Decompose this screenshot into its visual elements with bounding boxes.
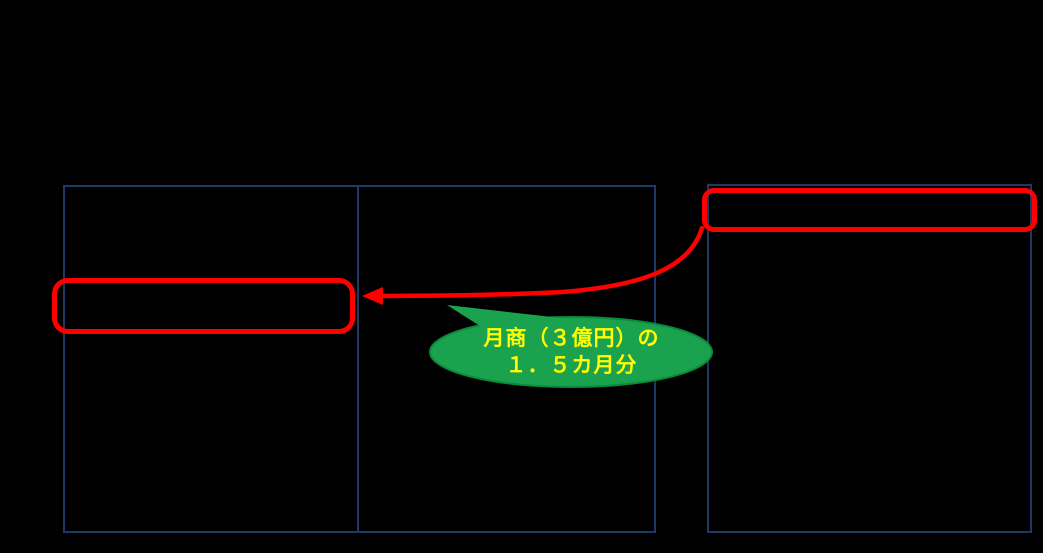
left-panel-box xyxy=(63,185,359,533)
highlight-box-right xyxy=(702,188,1037,232)
middle-panel-box xyxy=(359,185,656,533)
right-panel-box xyxy=(707,184,1032,533)
highlight-box-left xyxy=(52,278,355,334)
